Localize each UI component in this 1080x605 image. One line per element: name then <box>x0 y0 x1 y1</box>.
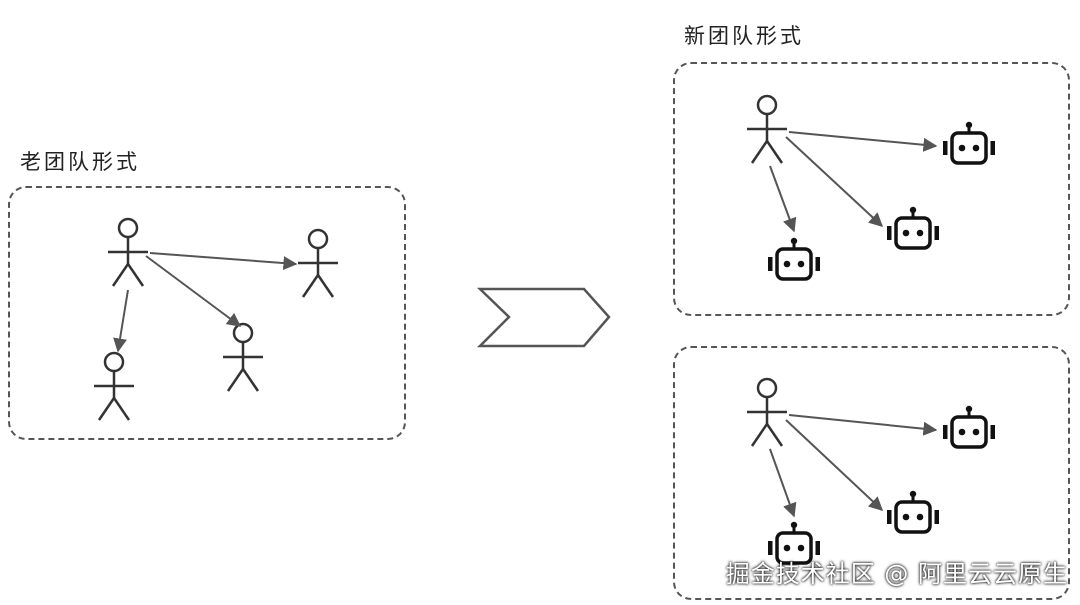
arrow-top-to-right <box>788 131 938 152</box>
robot-icon-bottom-middle <box>885 489 941 534</box>
new-team-label: 新团队形式 <box>684 24 804 48</box>
arrow-leader-to-left <box>113 289 129 353</box>
person-icon-member-bottom-middle <box>221 322 265 393</box>
robot-icon-top-left <box>766 236 822 281</box>
robot-icon-top-middle <box>885 205 941 250</box>
arrow-bottom-to-middle <box>785 419 884 511</box>
arrow-leader-to-right <box>149 252 298 271</box>
old-team-box <box>8 186 406 440</box>
person-icon-member-right <box>296 228 340 299</box>
watermark: 掘金技术社区 @ 阿里云云原生 <box>725 560 1068 588</box>
arrow-top-to-left <box>769 165 797 233</box>
transition-arrow-icon <box>476 287 611 348</box>
new-team-box-bottom <box>673 346 1070 600</box>
old-team-label: 老团队形式 <box>20 150 140 174</box>
person-icon-top <box>745 94 789 165</box>
arrow-bottom-to-left <box>769 448 797 518</box>
robot-icon-top-right <box>941 120 997 165</box>
arrow-bottom-to-right <box>788 414 938 436</box>
person-icon-leader <box>106 217 150 288</box>
robot-icon-bottom-right <box>941 404 997 449</box>
arrow-top-to-middle <box>785 136 884 227</box>
new-team-box-top <box>673 62 1070 316</box>
person-icon-member-bottom-left <box>92 351 136 422</box>
arrow-leader-to-middle <box>145 255 242 327</box>
person-icon-bottom <box>745 377 789 448</box>
